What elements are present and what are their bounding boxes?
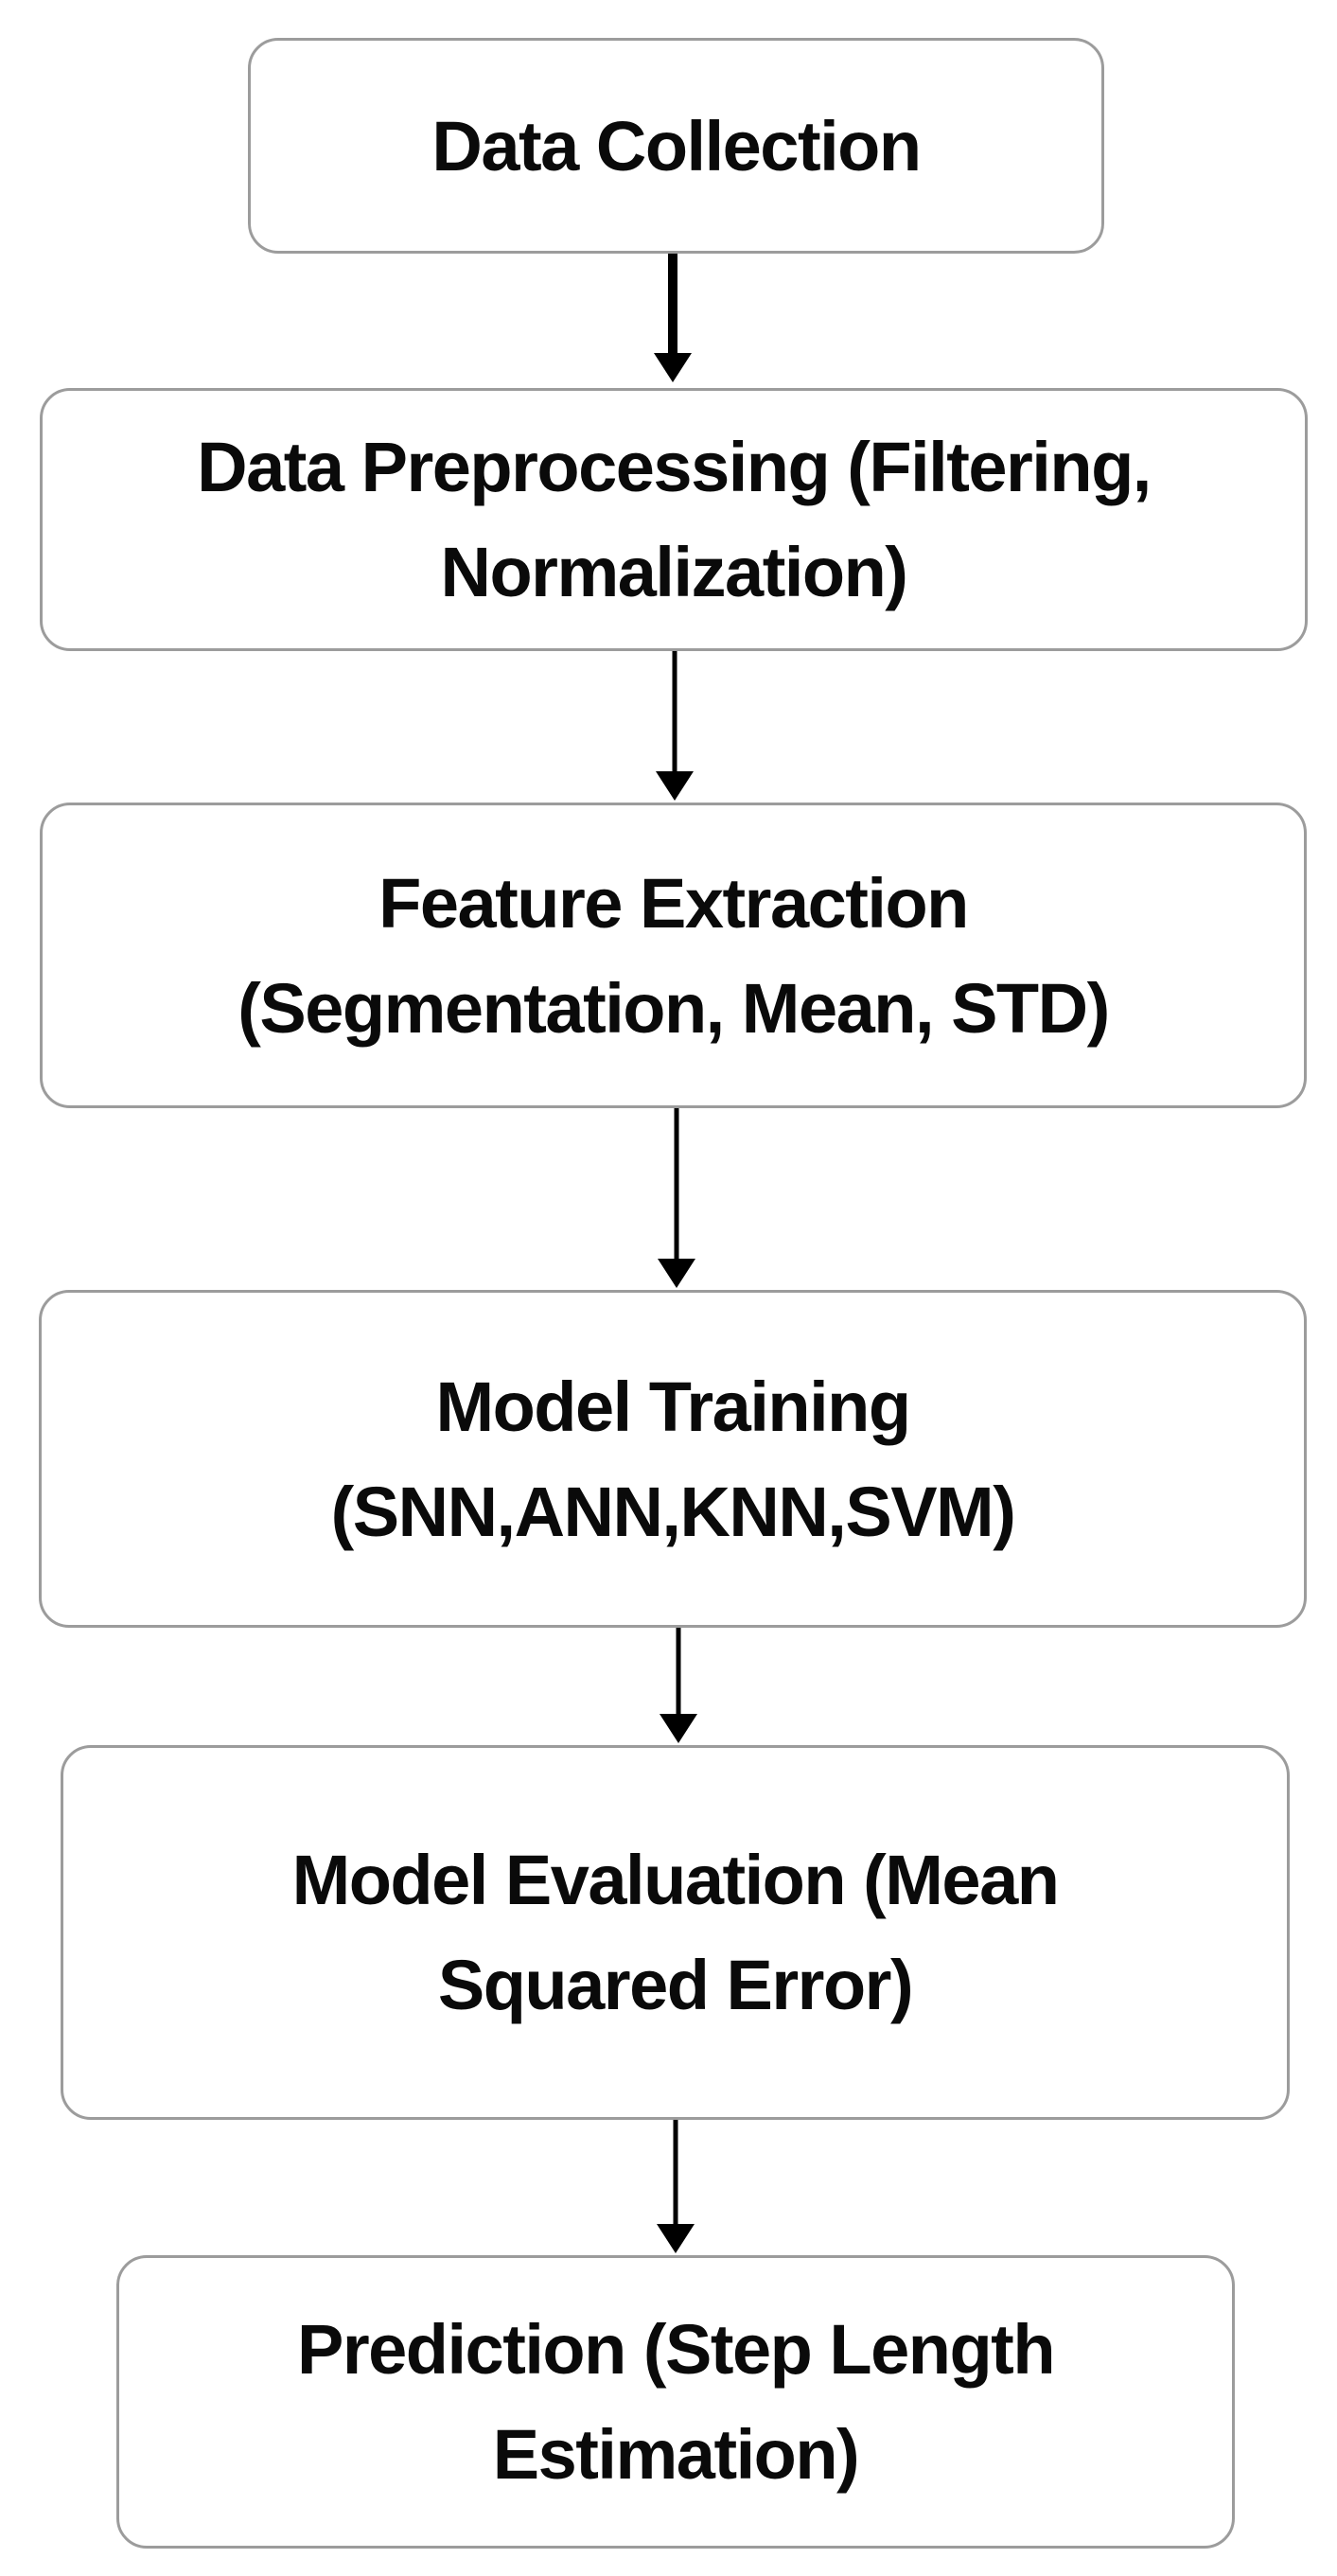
- node-prediction: Prediction (Step Length Estimation): [116, 2255, 1235, 2549]
- arrowhead: [656, 771, 694, 801]
- arrow-shaft: [676, 1628, 681, 1717]
- node-label: Estimation): [492, 2415, 860, 2494]
- arrow-model-training-to-model-evaluation: [658, 1628, 699, 1743]
- node-data-preprocessing: Data Preprocessing (Filtering, Normaliza…: [40, 388, 1308, 651]
- arrow-shaft: [672, 651, 677, 774]
- node-feature-extraction: Feature Extraction (Segmentation, Mean, …: [40, 803, 1307, 1108]
- node-label: Data Collection: [431, 106, 922, 185]
- node-label: Normalization): [440, 533, 908, 611]
- node-label: (SNN,ANN,KNN,SVM): [330, 1472, 1016, 1551]
- arrow-model-evaluation-to-prediction: [655, 2120, 696, 2253]
- node-label: Model Evaluation (Mean: [291, 1841, 1060, 1919]
- arrowhead: [657, 2224, 695, 2253]
- arrow-shaft: [668, 254, 677, 358]
- node-label: Prediction (Step Length: [296, 2310, 1056, 2389]
- node-model-training: Model Training (SNN,ANN,KNN,SVM): [39, 1290, 1307, 1628]
- node-model-evaluation: Model Evaluation (Mean Squared Error): [61, 1745, 1290, 2120]
- node-label: (Segmentation, Mean, STD): [237, 968, 1110, 1048]
- node-label: Data Preprocessing (Filtering,: [197, 428, 1152, 506]
- arrow-feature-extraction-to-model-training: [656, 1108, 697, 1288]
- arrowhead: [658, 1259, 695, 1288]
- arrow-shaft: [674, 1108, 679, 1262]
- arrowhead: [654, 353, 692, 382]
- arrow-data-collection-to-data-preprocessing: [652, 254, 694, 382]
- node-label: Feature Extraction: [378, 863, 969, 943]
- arrowhead: [660, 1714, 697, 1743]
- arrow-data-preprocessing-to-feature-extraction: [654, 651, 695, 801]
- node-data-collection: Data Collection: [248, 38, 1104, 254]
- node-label: Model Training: [435, 1367, 911, 1446]
- node-label: Squared Error): [437, 1946, 914, 2024]
- arrow-shaft: [673, 2120, 678, 2227]
